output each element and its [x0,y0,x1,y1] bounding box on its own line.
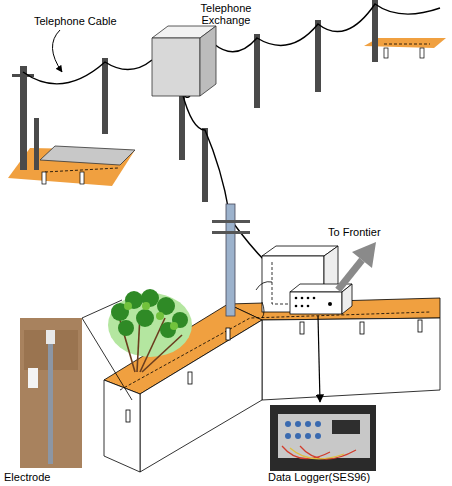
diagram-node: Telephone Exchange [150,2,262,98]
electrode-symbol [126,410,130,422]
electrode-symbol [360,322,364,334]
ground-patch [8,146,135,186]
bush [108,289,192,372]
pole [372,0,378,62]
cable [182,92,229,212]
logger-sockets [295,297,332,308]
electrode-symbol [188,372,192,384]
diagram-node: Data Logger(SES96) [262,402,392,486]
buried-wire [384,44,430,45]
cube-side [200,26,216,96]
trench [40,146,135,165]
photo-background [270,405,376,471]
telephone-poles [12,0,378,202]
annotation-label: To Frontier [328,226,381,238]
electrode-symbol [42,172,46,184]
wire [256,282,272,290]
electrode-symbol [300,322,304,334]
arrow-shaft [338,260,362,290]
wire [262,302,264,318]
node-label: Data Logger(SES96) [268,471,370,483]
pole [202,128,208,202]
wire [290,448,344,459]
photo-background [20,318,82,468]
pole-crossbar [212,220,250,223]
pole [20,66,27,170]
cable [231,220,266,262]
electrode-tag [28,368,38,388]
electrode-cap [46,330,55,344]
node-label: Telephone Exchange [193,2,259,26]
wire [282,446,356,459]
electrode-symbol [384,48,388,58]
cable [23,60,152,84]
pole [102,58,108,134]
pole [315,20,321,92]
pole-crossbar [212,231,250,234]
pole [34,118,39,170]
pole [254,34,260,108]
logger-connectors [285,421,321,439]
node-label: Electrode [4,471,50,483]
logger-enclosure [256,246,352,318]
electrode-symbol [226,328,230,340]
electrode-symbol [80,172,84,184]
slab-front [262,318,440,400]
logger-front [290,292,342,314]
leader-line [52,30,62,72]
callout-arrow [318,316,320,402]
utility-pole [212,204,250,316]
buried-wire [45,168,118,172]
bush-leaves [124,302,178,330]
electrode-rod [48,332,53,464]
logger-panel [278,414,370,458]
diagram-node: Electrode [4,316,94,486]
uplink-arrow [338,242,376,290]
bush-leaves [111,289,188,338]
leader-line [82,318,132,400]
annotation-label: Telephone Cable [34,15,117,27]
data-logger-photo [270,405,376,471]
electrode-symbol [420,48,424,58]
electrode-symbol [418,320,422,332]
slab-end [104,380,140,472]
cube-front [152,38,200,96]
electrode-photo [20,300,132,468]
exchange-cube [152,26,216,96]
arrow-head [352,242,376,268]
logger-display [332,420,360,434]
leader-line [82,300,122,318]
